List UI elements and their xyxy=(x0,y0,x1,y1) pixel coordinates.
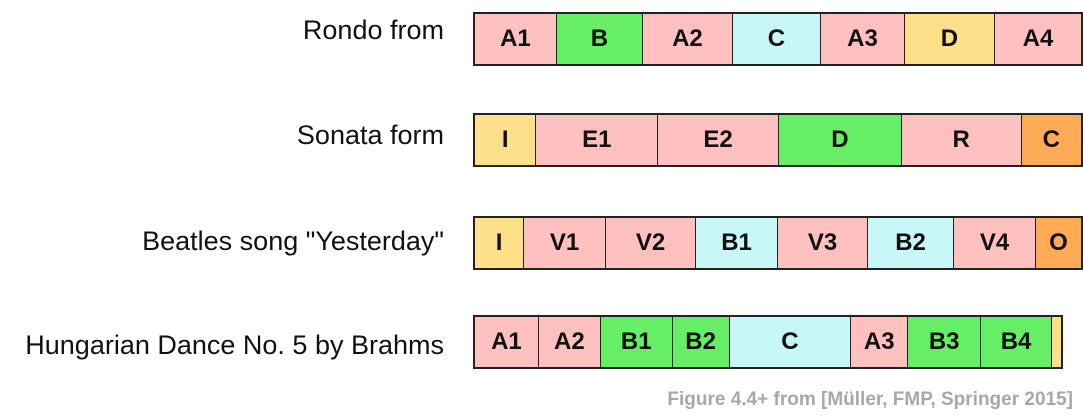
segment-r: R xyxy=(901,115,1022,165)
segment-a4: A4 xyxy=(995,14,1081,64)
segment-a2: A2 xyxy=(538,317,601,367)
segment-e1: E1 xyxy=(536,115,659,165)
figure-caption: Figure 4.4+ from [Müller, FMP, Springer … xyxy=(667,389,1073,410)
segment-end xyxy=(1051,317,1061,367)
segment-v3: V3 xyxy=(777,218,869,268)
segment-b3: B3 xyxy=(908,317,982,367)
segment-v2: V2 xyxy=(606,218,697,268)
segment-b: B xyxy=(556,14,643,64)
segment-a2: A2 xyxy=(642,14,733,64)
segment-o: O xyxy=(1035,218,1081,268)
segment-i: I xyxy=(475,218,525,268)
segment-c: C xyxy=(732,14,821,64)
row-label: Hungarian Dance No. 5 by Brahms xyxy=(25,330,444,360)
row-label: Rondo from xyxy=(302,15,444,45)
segment-i: I xyxy=(475,115,537,165)
segment-b1: B1 xyxy=(600,317,673,367)
segment-d: D xyxy=(904,14,995,64)
segment-b1: B1 xyxy=(696,218,778,268)
segment-a1: A1 xyxy=(475,317,539,367)
segment-v4: V4 xyxy=(954,218,1036,268)
segment-c: C xyxy=(1021,115,1081,165)
segment-a1: A1 xyxy=(475,14,557,64)
row-label: Beatles song "Yesterday" xyxy=(142,226,444,256)
row-label: Sonata form xyxy=(296,120,444,150)
segment-e2: E2 xyxy=(658,115,779,165)
segment-d: D xyxy=(779,115,902,165)
segment-b2: B2 xyxy=(868,218,955,268)
segment-v1: V1 xyxy=(524,218,607,268)
segment-a3: A3 xyxy=(820,14,905,64)
segment-a3: A3 xyxy=(851,317,909,367)
segment-c: C xyxy=(729,317,852,367)
segment-b4: B4 xyxy=(981,317,1052,367)
segment-b2: B2 xyxy=(672,317,730,367)
